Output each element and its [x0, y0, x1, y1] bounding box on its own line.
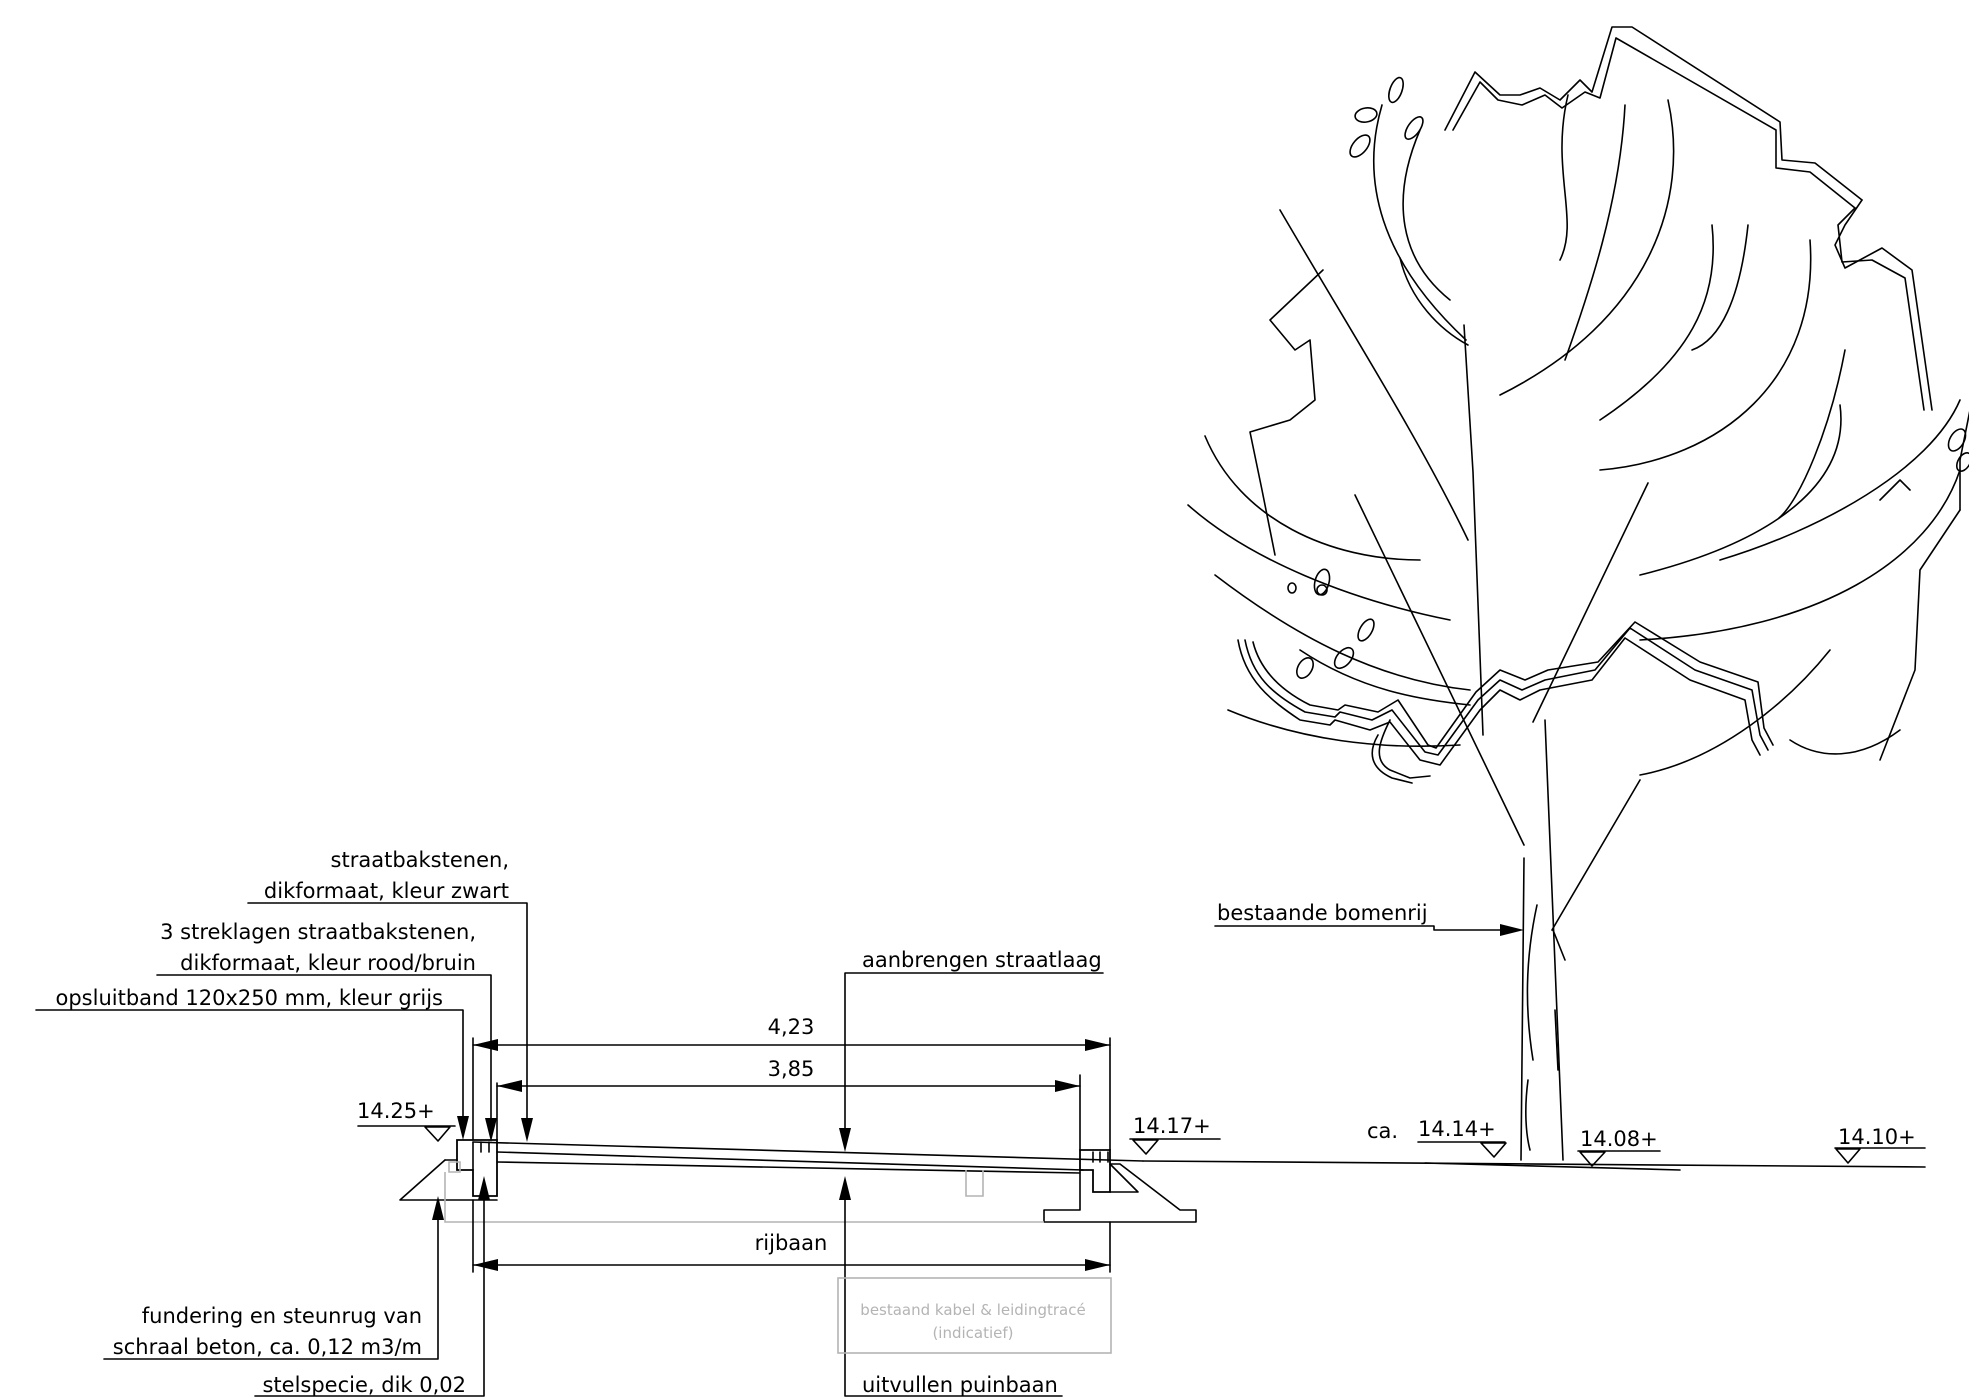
ground-line — [1142, 1160, 1926, 1171]
label-straatbakstenen-1: straatbakstenen, — [331, 848, 509, 872]
label-opsluitband: opsluitband 120x250 mm, kleur grijs — [56, 986, 444, 1010]
leader-aanbrengen-straatlaag: aanbrengen straatlaag — [839, 948, 1104, 1152]
dimension-text-rijbaan: rijbaan — [755, 1231, 828, 1255]
dimension-3-85: 3,85 — [496, 1057, 1081, 1151]
label-kabel-1: bestaand kabel & leidingtracé — [860, 1301, 1085, 1319]
leader-stelspecie: stelspecie, dik 0,02 — [254, 1176, 490, 1397]
label-aanbrengen-straatlaag: aanbrengen straatlaag — [862, 948, 1102, 972]
leader-fundering: fundering en steunrug van schraal beton,… — [103, 1196, 444, 1360]
leader-opsluitband: opsluitband 120x250 mm, kleur grijs — [35, 986, 469, 1140]
level-tree-left: ca. 14.14+ — [1367, 1117, 1507, 1158]
tree-illustration — [1187, 26, 1969, 1161]
level-right-curb: 14.17+ — [1129, 1114, 1221, 1155]
leader-uitvullen-puinbaan: uitvullen puinbaan — [839, 1176, 1063, 1397]
level-far-right: 14.10+ — [1834, 1125, 1926, 1164]
leader-streklagen: 3 streklagen straatbakstenen, dikformaat… — [156, 920, 497, 1142]
level-text-right-curb: 14.17+ — [1133, 1114, 1211, 1138]
label-fundering-1: fundering en steunrug van — [142, 1304, 422, 1328]
label-fundering-2: schraal beton, ca. 0,12 m3/m — [113, 1335, 422, 1359]
dimension-4-23: 4,23 — [472, 1015, 1111, 1151]
label-uitvullen-puinbaan: uitvullen puinbaan — [862, 1373, 1058, 1397]
label-stelspecie: stelspecie, dik 0,02 — [262, 1373, 466, 1397]
leader-straatbakstenen: straatbakstenen, dikformaat, kleur zwart — [247, 848, 533, 1142]
level-text-left: 14.25+ — [357, 1099, 435, 1123]
level-tree-right: 14.08+ — [1577, 1127, 1661, 1167]
label-kabel-2: (indicatief) — [932, 1324, 1013, 1342]
label-streklagen-1: 3 streklagen straatbakstenen, — [160, 920, 476, 944]
level-text-far-right: 14.10+ — [1838, 1125, 1916, 1149]
dimension-text-total: 4,23 — [768, 1015, 815, 1039]
existing-cable-route: bestaand kabel & leidingtracé (indicatie… — [837, 1277, 1112, 1354]
dimension-text-inner: 3,85 — [768, 1057, 815, 1081]
level-text-tree-left: 14.14+ — [1418, 1117, 1496, 1141]
label-straatbakstenen-2: dikformaat, kleur zwart — [264, 879, 509, 903]
label-streklagen-2: dikformaat, kleur rood/bruin — [180, 951, 476, 975]
level-left: 14.25+ — [357, 1099, 456, 1142]
label-bestaande-bomenrij: bestaande bomenrij — [1217, 901, 1428, 925]
level-text-tree-right: 14.08+ — [1580, 1127, 1658, 1151]
dimension-rijbaan: rijbaan — [472, 1199, 1111, 1273]
leader-bestaande-bomenrij: bestaande bomenrij — [1214, 901, 1524, 936]
ca-prefix: ca. — [1367, 1119, 1398, 1143]
road-cross-section — [399, 1139, 1197, 1223]
